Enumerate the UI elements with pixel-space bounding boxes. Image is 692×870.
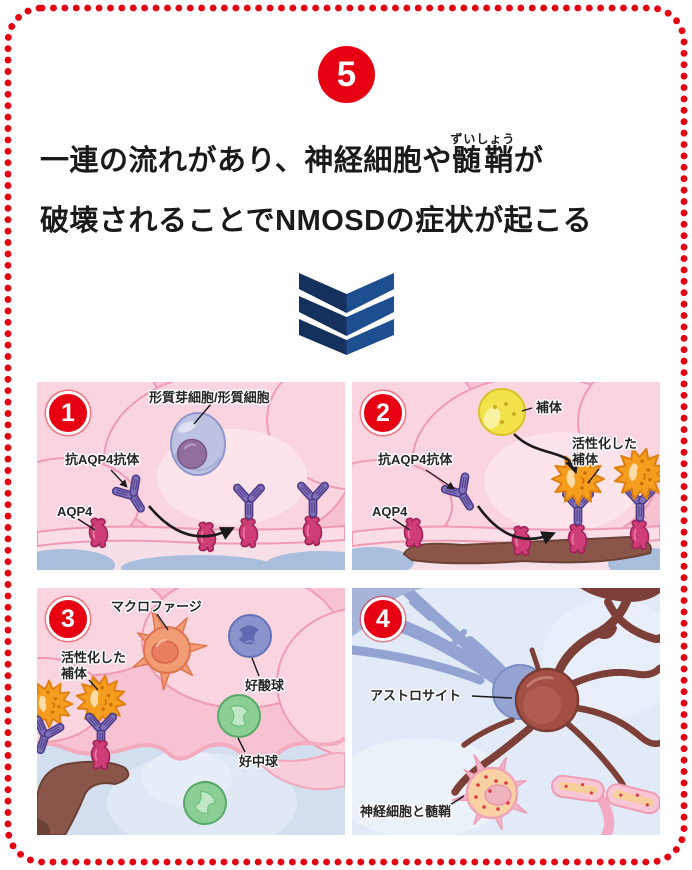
- plasma-cell: [170, 412, 226, 476]
- label-activated-complement: 活性化した補体: [572, 436, 638, 468]
- panel-3-illustration: [37, 588, 345, 835]
- ruby-base: 髄鞘: [450, 145, 516, 177]
- label-aqp4: AQP4: [372, 504, 408, 519]
- chevron-down-icon: [299, 273, 394, 355]
- panel-1: 1 形質芽細胞/形質細胞 抗AQP4抗体 AQP4: [37, 382, 345, 570]
- step-number-badge: 5: [318, 46, 375, 103]
- heading-line-1: 一連の流れがあり、神経細胞や髄鞘ずいしょうが: [40, 132, 656, 179]
- label-complement: 補体: [536, 400, 563, 415]
- complement-sphere: [478, 388, 526, 436]
- label-neuron-myelin: 神経細胞と髄鞘: [360, 804, 452, 819]
- label-plasma-cell: 形質芽細胞/形質細胞: [149, 390, 270, 405]
- panel-4-illustration: [352, 588, 660, 835]
- page-title: 一連の流れがあり、神経細胞や髄鞘ずいしょうが 破壊されることでNMOSDの症状が…: [40, 116, 656, 239]
- heading-text: が: [513, 145, 544, 177]
- panel-number-badge: 1: [46, 391, 90, 435]
- panel-4: 4 アストロサイト 神経細胞と髄鞘: [352, 588, 660, 835]
- furigana: ずいしょう: [450, 132, 516, 146]
- myelin-sheath: [551, 774, 660, 835]
- label-macrophage: マクロファージ: [111, 599, 202, 614]
- panel-number: 4: [376, 604, 390, 633]
- label-activated-complement: 活性化した補体: [61, 650, 127, 682]
- panel-number: 1: [61, 398, 75, 427]
- label-anti-aqp4-antibody: 抗AQP4抗体: [378, 452, 453, 467]
- panel-2: 2 補体 活性化した補体 抗AQP4抗体 AQP4: [352, 382, 660, 570]
- label-neutrophil: 好中球: [239, 754, 279, 769]
- label-aqp4: AQP4: [57, 504, 93, 519]
- nerve-cell: [451, 754, 528, 831]
- macrophage-cell: [132, 607, 208, 691]
- eosinophil-cell: [228, 614, 272, 658]
- label-astrocyte: アストロサイト: [370, 688, 462, 703]
- panel-3: 3 マクロファージ 活性化した補体 好酸球 好中球: [37, 588, 345, 835]
- label-eosinophil: 好酸球: [245, 678, 285, 693]
- heading-line-2: 破壊されることでNMOSDの症状が起こる: [40, 204, 593, 237]
- panel-number-badge: 4: [361, 597, 405, 641]
- panel-number-badge: 3: [46, 597, 90, 641]
- neutrophil-cell-1: [217, 694, 261, 738]
- step-number: 5: [336, 55, 357, 94]
- panel-2-illustration: [352, 382, 660, 570]
- label-anti-aqp4-antibody: 抗AQP4抗体: [65, 452, 140, 467]
- panel-number: 2: [376, 398, 390, 427]
- panel-number-badge: 2: [361, 391, 405, 435]
- ruby-word: 髄鞘ずいしょう: [450, 132, 516, 177]
- panel-number: 3: [61, 604, 75, 633]
- astrocyte-damaged-soma: [514, 667, 580, 733]
- heading-text: 一連の流れがあり、神経細胞や: [40, 145, 452, 177]
